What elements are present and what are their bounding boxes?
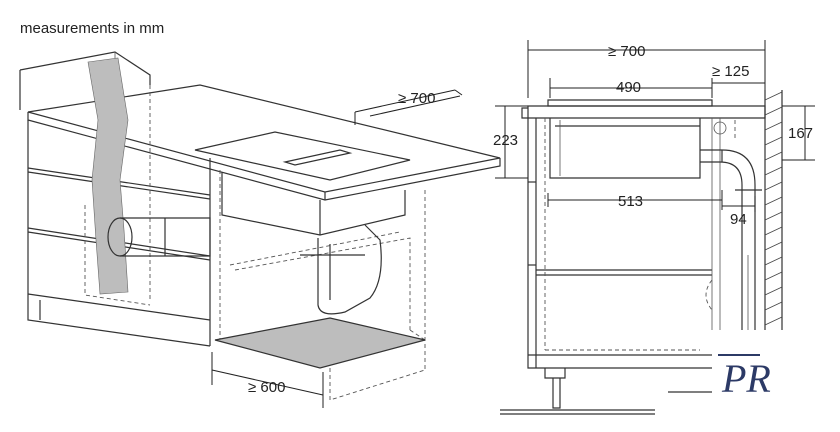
right-section-view: ≥ 700 490 ≥ 125 <box>493 40 815 415</box>
duct-depth-label: 513 <box>618 193 643 210</box>
hob-width-label: 490 <box>616 79 641 96</box>
dimension-top-width: ≥ 700 <box>527 40 766 98</box>
logo-text: PR <box>721 356 771 401</box>
left-isometric-view: ≥ 700 ≥ 600 <box>19 51 501 408</box>
hob-body-section <box>549 118 701 179</box>
plinth-panel <box>214 317 426 369</box>
depth-label: ≥ 700 <box>398 90 435 107</box>
cabinet-interior-hidden-lines <box>84 85 426 401</box>
units-note: measurements in mm <box>20 20 164 37</box>
countertop-section <box>521 99 766 119</box>
dimension-duct-depth: 513 <box>547 190 723 210</box>
fan-housing <box>221 172 406 236</box>
wall-duct-shading <box>87 57 129 295</box>
right-height-label: 167 <box>788 125 813 142</box>
dimension-right-height: 167 <box>782 105 815 161</box>
cabinet-carcass-section <box>527 118 721 369</box>
dimension-duct-width: 94 <box>722 196 756 228</box>
width-label: ≥ 600 <box>248 379 285 396</box>
dimension-gap: ≥ 125 <box>712 63 765 84</box>
duct-bend-section <box>700 120 762 330</box>
top-width-label: ≥ 700 <box>608 43 645 60</box>
wall-hatching <box>764 91 783 326</box>
gap-label: ≥ 125 <box>712 63 749 80</box>
dimension-width: ≥ 600 <box>211 352 324 408</box>
hob <box>194 131 411 181</box>
round-duct <box>107 217 211 257</box>
countertop <box>27 84 501 201</box>
left-height-label: 223 <box>493 132 518 149</box>
dimension-depth: ≥ 700 <box>354 89 463 125</box>
rear-wall-section <box>764 90 783 330</box>
dimension-left-height: 223 <box>493 105 528 179</box>
dimension-hob-width: 490 <box>549 78 713 98</box>
back-wall <box>19 51 151 110</box>
brand-logo: PR <box>718 354 771 401</box>
duct-width-label: 94 <box>730 211 747 228</box>
plinth-leg <box>500 368 712 415</box>
elbow-duct <box>300 224 382 315</box>
